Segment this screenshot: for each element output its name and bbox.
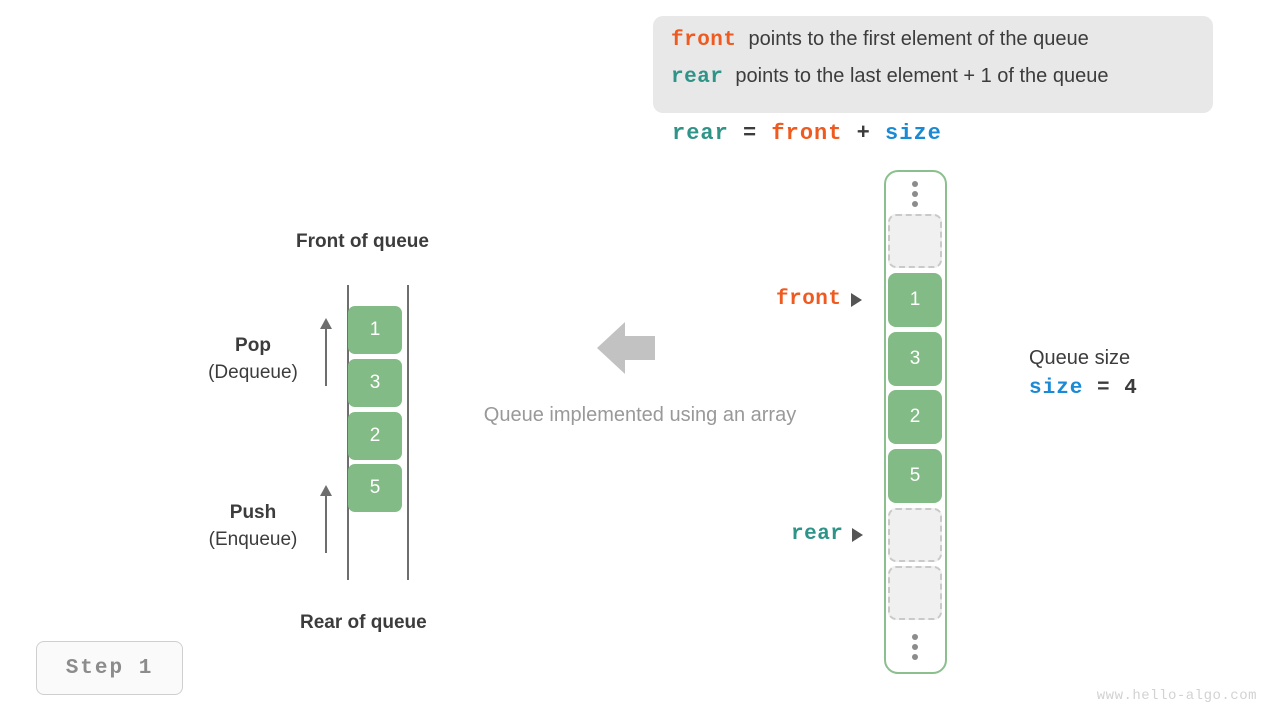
rear-description: points to the last element + 1 of the qu…	[735, 65, 1109, 87]
queue-cell: 5	[348, 464, 402, 512]
pop-operation-label: Pop (Dequeue)	[163, 333, 343, 387]
watermark: www.hello-algo.com	[1096, 688, 1257, 704]
queue-size-annotation: Queue size size = 4	[1029, 344, 1138, 406]
formula-front: front	[771, 121, 843, 146]
array-slot-empty	[888, 508, 942, 562]
push-title: Push	[229, 502, 277, 523]
queue-cell: 3	[348, 359, 402, 407]
vertical-ellipsis-icon	[910, 181, 920, 207]
pointer-arrow-icon	[852, 527, 864, 542]
step-badge: Step 1	[36, 641, 183, 695]
array-slot-filled: 3	[888, 332, 942, 386]
pop-subtitle: (Dequeue)	[208, 362, 298, 383]
size-equals: =	[1083, 377, 1125, 400]
pop-title: Pop	[235, 335, 271, 356]
front-keyword: front	[671, 29, 737, 52]
array-slot-filled: 1	[888, 273, 942, 327]
pointer-legend-box: front points to the first element of the…	[653, 16, 1213, 113]
legend-line-front: front points to the first element of the…	[671, 28, 1213, 65]
formula-rear: rear	[672, 121, 729, 146]
legend-line-rear: rear points to the last element + 1 of t…	[671, 65, 1213, 102]
center-caption: Queue implemented using an array	[483, 404, 797, 426]
size-value: 4	[1124, 377, 1138, 400]
formula-plus: +	[842, 121, 886, 146]
queue-size-title: Queue size	[1029, 347, 1131, 369]
formula-equals: =	[728, 121, 772, 146]
push-subtitle: (Enqueue)	[208, 529, 298, 550]
queue-cell: 1	[348, 306, 402, 354]
array-slot-empty	[888, 566, 942, 620]
push-operation-label: Push (Enqueue)	[163, 500, 343, 554]
left-arrow-icon	[597, 322, 655, 374]
push-arrow-icon	[319, 485, 333, 553]
front-pointer-label: front	[776, 288, 862, 311]
formula-size: size	[885, 121, 942, 146]
front-pointer-text: front	[776, 288, 842, 311]
front-of-queue-label: Front of queue	[296, 231, 429, 252]
size-keyword: size	[1029, 377, 1084, 400]
rear-formula: rear = front + size	[672, 121, 942, 146]
pop-arrow-icon	[319, 318, 333, 386]
rear-keyword: rear	[671, 66, 724, 89]
vertical-ellipsis-icon	[910, 634, 920, 660]
front-description: points to the first element of the queue	[748, 28, 1089, 50]
array-slot-filled: 2	[888, 390, 942, 444]
array-slot-filled: 5	[888, 449, 942, 503]
array-slot-empty	[888, 214, 942, 268]
rear-of-queue-label: Rear of queue	[300, 612, 427, 633]
rear-pointer-text: rear	[791, 523, 844, 546]
queue-size-expression: size = 4	[1029, 372, 1138, 406]
queue-rail-right	[407, 285, 409, 580]
queue-cell: 2	[348, 412, 402, 460]
pointer-arrow-icon	[850, 292, 862, 307]
rear-pointer-label: rear	[791, 523, 864, 546]
